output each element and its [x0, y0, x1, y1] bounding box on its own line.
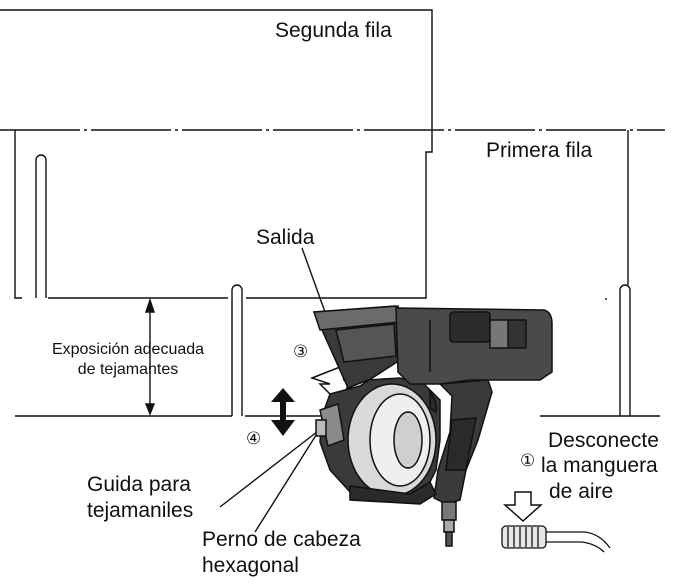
air-coupler-icon — [501, 525, 611, 553]
double-arrow-icon — [271, 388, 295, 436]
slot-left — [35, 154, 47, 298]
slot-middle — [231, 284, 243, 416]
exposure-label-line1: Exposición adecuada — [51, 341, 205, 358]
coil-nailer-icon — [312, 305, 553, 547]
bolt-label-line2: hexagonal — [202, 554, 299, 577]
bolt-leader — [254, 431, 319, 533]
slot-right — [619, 284, 631, 416]
disconnect-label-line1: Desconecte — [548, 429, 659, 452]
bolt-label-line1: Perno de cabeza — [202, 528, 361, 551]
step-4-badge: ④ — [246, 429, 262, 448]
outlet-label: Salida — [256, 226, 315, 249]
disconnect-label-line3: de aire — [549, 480, 614, 503]
guide-leader — [219, 427, 323, 508]
step-1-badge: ① — [520, 451, 536, 470]
guide-label-line2: tejamaniles — [87, 499, 194, 522]
down-arrow-icon — [503, 491, 543, 523]
exposure-label-line2: de tejamantes — [77, 361, 179, 378]
disconnect-label-line2: la manguera — [541, 454, 658, 477]
second-row-label: Segunda fila — [275, 19, 392, 42]
first-row-shingle — [14, 130, 22, 299]
first-row-label: Primera fila — [486, 139, 593, 162]
second-row-shingle — [0, 9, 433, 160]
step-3-badge: ③ — [293, 342, 309, 361]
guide-label-line1: Guida para — [87, 473, 191, 496]
outlet-leader — [301, 247, 326, 313]
